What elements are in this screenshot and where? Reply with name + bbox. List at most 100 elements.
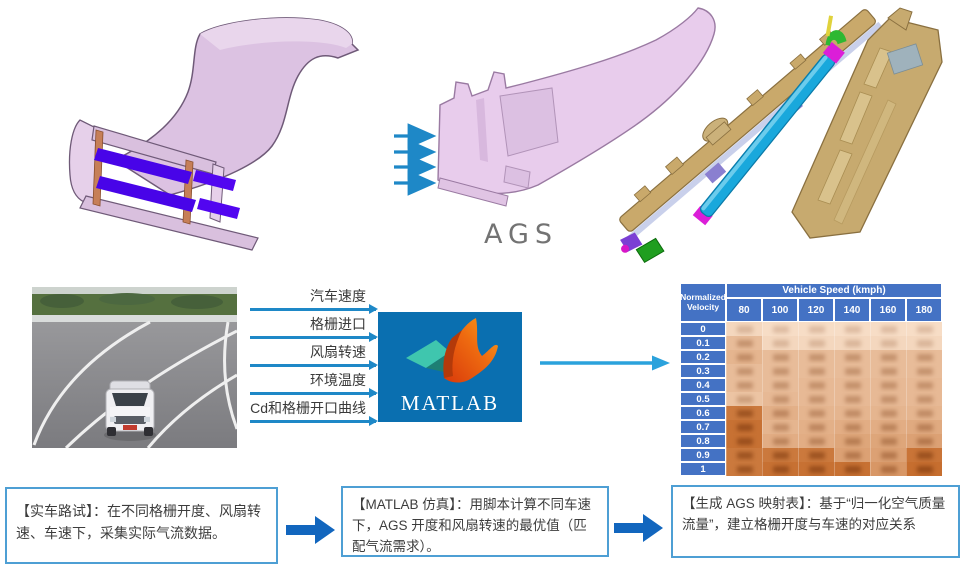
- blurred-value: [880, 339, 897, 347]
- blurred-value: [916, 325, 933, 333]
- heatmap-cell: [870, 350, 906, 364]
- matlab-membrane-icon: [406, 318, 498, 383]
- airflow-arrows-icon: [394, 123, 437, 196]
- blurred-value: [880, 353, 897, 361]
- heatmap-cell: [870, 364, 906, 378]
- blurred-value: [808, 437, 825, 445]
- ags-label: AGS: [484, 219, 559, 250]
- blurred-value: [880, 423, 897, 431]
- blurred-value: [880, 409, 897, 417]
- blurred-value: [808, 339, 825, 347]
- heatmap-cell: [726, 392, 762, 406]
- heatmap-cell: [870, 392, 906, 406]
- gray-module: [886, 43, 924, 75]
- blurred-value: [844, 339, 861, 347]
- heatmap-cell: [870, 322, 906, 336]
- heatmap-cell: [834, 322, 870, 336]
- green-bracket: [635, 237, 665, 264]
- table-speed-col-160: 160: [870, 298, 906, 322]
- heatmap-cell: [762, 420, 798, 434]
- table-speed-header: Vehicle Speed (kmph): [726, 283, 942, 298]
- heatmap-cell: [726, 378, 762, 392]
- blurred-value: [772, 423, 789, 431]
- blurred-value: [736, 325, 753, 333]
- heatmap-cell: [834, 364, 870, 378]
- blurred-value: [916, 451, 933, 459]
- blurred-value: [736, 395, 753, 403]
- blurred-value: [880, 465, 897, 473]
- blurred-value: [736, 465, 753, 473]
- heatmap-cell: [834, 336, 870, 350]
- heatmap-cell: [906, 462, 942, 476]
- heatmap-cell: [762, 322, 798, 336]
- heatmap-cell: [798, 322, 834, 336]
- blurred-value: [880, 381, 897, 389]
- matlab-input-label: 风扇转速: [310, 344, 366, 360]
- step-arrow-1: [286, 516, 335, 544]
- heatmap-cell: [834, 378, 870, 392]
- blurred-value: [736, 353, 753, 361]
- heatmap-cell: [906, 406, 942, 420]
- heatmap-cell: [798, 420, 834, 434]
- matlab-wordmark: MATLAB: [400, 391, 500, 415]
- blurred-value: [844, 451, 861, 459]
- heatmap-cell: [834, 350, 870, 364]
- blurred-value: [916, 437, 933, 445]
- blurred-value: [772, 409, 789, 417]
- step-arrow-2: [614, 514, 663, 542]
- heatmap-cell: [834, 434, 870, 448]
- blurred-value: [844, 423, 861, 431]
- blurred-value: [808, 325, 825, 333]
- blurred-value: [808, 465, 825, 473]
- blurred-value: [844, 409, 861, 417]
- blurred-value: [736, 339, 753, 347]
- heatmap-cell: [798, 406, 834, 420]
- blurred-value: [808, 381, 825, 389]
- blurred-value: [916, 367, 933, 375]
- matlab-input-label: 格栅进口: [310, 316, 366, 332]
- matlab-input-0: 汽车速度: [250, 287, 378, 314]
- blurred-value: [916, 423, 933, 431]
- matlab-input-2: 风扇转速: [250, 343, 378, 370]
- table-row-label-0.8: 0.8: [680, 434, 726, 448]
- step-box-road-test: 【实车路试】：在不同格栅开度、风扇转速、车速下，采集实际气流数据。: [5, 487, 278, 564]
- matlab-input-label: 汽车速度: [310, 288, 366, 304]
- blurred-value: [808, 409, 825, 417]
- blurred-value: [772, 451, 789, 459]
- blurred-value: [844, 437, 861, 445]
- blurred-value: [808, 451, 825, 459]
- blurred-value: [736, 381, 753, 389]
- blurred-value: [772, 395, 789, 403]
- matlab-logo: MATLAB: [378, 312, 522, 422]
- frame-panel-part: [791, 7, 943, 239]
- blurred-value: [844, 353, 861, 361]
- heatmap-cell: [906, 448, 942, 462]
- heatmap-cell: [762, 406, 798, 420]
- blurred-value: [844, 395, 861, 403]
- heatmap-cell: [870, 378, 906, 392]
- heatmap-cell: [870, 336, 906, 350]
- heatmap-cell: [798, 336, 834, 350]
- heatmap-cell: [762, 350, 798, 364]
- blurred-value: [916, 353, 933, 361]
- blurred-value: [808, 423, 825, 431]
- heatmap-cell: [798, 448, 834, 462]
- table-row-label-0: 0: [680, 322, 726, 336]
- heatmap-cell: [906, 336, 942, 350]
- magenta-fitting: [621, 244, 630, 253]
- heatmap-cell: [834, 420, 870, 434]
- blurred-value: [772, 339, 789, 347]
- blurred-value: [880, 367, 897, 375]
- heatmap-cell: [726, 434, 762, 448]
- input-arrow-icon: [250, 415, 378, 426]
- input-arrow-icon: [250, 387, 378, 398]
- heatmap-cell: [834, 462, 870, 476]
- heatmap-cell: [726, 350, 762, 364]
- heatmap-cell: [906, 392, 942, 406]
- blurred-value: [772, 353, 789, 361]
- heatmap-cell: [870, 462, 906, 476]
- blurred-value: [844, 325, 861, 333]
- matlab-to-table-arrow: [540, 355, 670, 371]
- heatmap-cell: [762, 336, 798, 350]
